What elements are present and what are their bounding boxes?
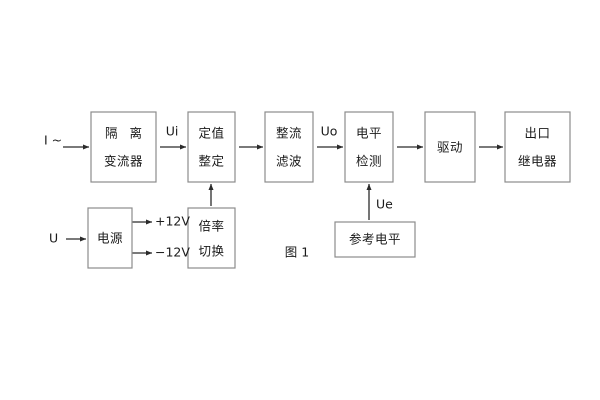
block-reference-level-rect[interactable] xyxy=(334,221,416,258)
label-ui-signal: Ui xyxy=(166,124,179,139)
block-level-detection-line1: 电平 xyxy=(356,126,382,141)
block-isolation-transformer-line2: 变流器 xyxy=(104,154,143,169)
block-level-detection-rect[interactable] xyxy=(344,111,394,183)
block-power-supply-line1: 电源 xyxy=(97,231,123,246)
block-rectifier-filter-line1: 整流 xyxy=(276,126,302,141)
block-power-supply[interactable]: 电源 xyxy=(87,207,133,269)
block-level-detection[interactable]: 电平 检测 xyxy=(344,111,394,183)
block-reference-level[interactable]: 参考电平 xyxy=(334,221,416,258)
block-output-relay[interactable]: 出口 继电器 xyxy=(504,111,571,183)
block-setting-value-line1: 定值 xyxy=(198,126,224,141)
block-isolation-transformer-rect[interactable] xyxy=(90,111,157,183)
block-rectifier-filter[interactable]: 整流 滤波 xyxy=(264,111,314,183)
block-driver[interactable]: 驱动 xyxy=(424,111,476,183)
block-reference-level-line1: 参考电平 xyxy=(349,232,401,247)
block-setting-value-rect[interactable] xyxy=(187,111,236,183)
block-output-relay-line1: 出口 xyxy=(524,126,550,141)
block-level-detection-line2: 检测 xyxy=(356,154,382,169)
block-multiplier-switch[interactable]: 倍率 切换 xyxy=(187,207,236,269)
block-rectifier-filter-rect[interactable] xyxy=(264,111,314,183)
block-setting-value[interactable]: 定值 整定 xyxy=(187,111,236,183)
label-current-input: I ~ xyxy=(44,133,62,148)
label-uo-signal: Uo xyxy=(321,124,338,139)
blocks: 隔 离 变流器 定值 整定 整流 滤波 电平 检测 驱动 xyxy=(87,111,571,269)
block-isolation-transformer[interactable]: 隔 离 变流器 xyxy=(90,111,157,183)
block-output-relay-line2: 继电器 xyxy=(518,154,557,169)
block-rectifier-filter-line2: 滤波 xyxy=(276,154,302,169)
label-negative-supply: −12V xyxy=(155,245,190,260)
block-multiplier-switch-rect[interactable] xyxy=(187,207,236,269)
block-multiplier-switch-line2: 切换 xyxy=(198,244,224,259)
block-multiplier-switch-line1: 倍率 xyxy=(198,219,224,234)
figure-caption: 图 1 xyxy=(285,245,309,260)
signal-labels: I ~ U Ui Uo Ue +12V −12V xyxy=(44,124,393,260)
connector-lines xyxy=(63,144,504,256)
label-ue-signal: Ue xyxy=(376,197,393,212)
block-setting-value-line2: 整定 xyxy=(198,154,224,169)
block-isolation-transformer-line1: 隔 离 xyxy=(105,126,146,141)
block-driver-line1: 驱动 xyxy=(437,140,463,155)
block-power-supply-rect[interactable] xyxy=(87,207,133,269)
label-positive-supply: +12V xyxy=(155,214,190,229)
block-driver-rect[interactable] xyxy=(424,111,476,183)
block-output-relay-rect[interactable] xyxy=(504,111,571,183)
label-voltage-input: U xyxy=(49,231,58,246)
